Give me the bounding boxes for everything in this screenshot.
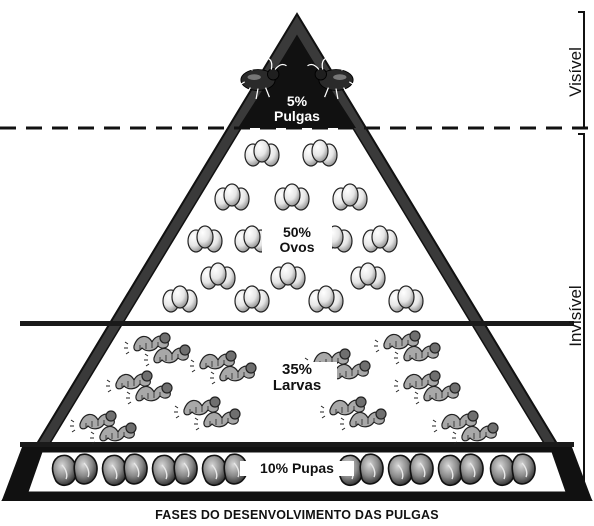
bracket-invisible (578, 133, 585, 501)
label-ovos: 50% Ovos (262, 224, 332, 255)
apex-adults-section (238, 36, 356, 128)
side-label-visible: Visível (566, 47, 585, 97)
label-larvas-name: Larvas (272, 376, 322, 394)
label-pulgas: 5% Pulgas (262, 94, 332, 123)
label-pulgas-name: Pulgas (274, 107, 320, 124)
label-ovos-name: Ovos (279, 238, 315, 255)
diagram-caption: FASES DO DESENVOLVIMENTO DAS PULGAS (155, 508, 439, 522)
label-pulgas-percent: 5% (286, 93, 308, 109)
label-ovos-percent: 50% (282, 224, 312, 240)
label-pupas: 10% Pupas (240, 461, 354, 476)
label-larvas: 35% Larvas (257, 362, 337, 394)
band-larvas-pupas (20, 442, 574, 447)
label-larvas-percent: 35% (281, 361, 313, 378)
side-label-invisible: Invisível (566, 285, 585, 347)
band-ovos-larvas (20, 321, 574, 326)
bracket-visible (578, 11, 585, 129)
